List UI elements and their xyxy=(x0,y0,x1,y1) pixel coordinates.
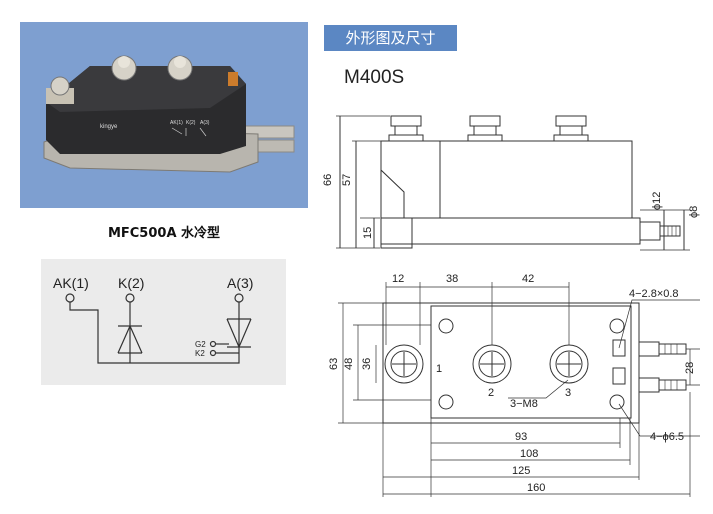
schematic-label-k2: K2 xyxy=(195,349,205,358)
leader-slots xyxy=(618,299,700,349)
terminal-2-top xyxy=(472,344,512,384)
top-base-outline xyxy=(382,302,640,424)
mount-hole-tl xyxy=(438,318,454,334)
dim-42: 42 xyxy=(522,273,534,285)
dim-108: 108 xyxy=(520,448,538,460)
mount-hole-bl xyxy=(438,394,454,410)
dim-phi8: ϕ8 xyxy=(688,206,700,218)
top-cooling-tube-1 xyxy=(639,341,687,357)
dim-12: 12 xyxy=(392,273,404,285)
side-bolt-3 xyxy=(553,115,589,142)
schematic-label-ak: AK(1) xyxy=(53,275,89,291)
dim-48-line xyxy=(353,324,383,401)
terminal-3-number: 3 xyxy=(565,387,571,399)
dim-holes-note: 4−ϕ6.5 xyxy=(650,431,684,443)
gate-slot-2 xyxy=(612,367,626,385)
circuit-schematic: AK(1) K(2) A(3) G2 K2 xyxy=(41,259,286,385)
photo-terminal-label-2: K(2) xyxy=(186,120,196,126)
terminal-1-number: 1 xyxy=(436,363,442,375)
model-number: M400S xyxy=(344,67,405,88)
dim-125: 125 xyxy=(512,465,530,477)
photo-terminal-label-3: A(3) xyxy=(200,120,210,126)
photo-caption: MFC500A 水冷型 xyxy=(107,226,221,241)
dim-36: 36 xyxy=(361,358,373,370)
schematic-label-a: A(3) xyxy=(227,275,253,291)
terminal-3-top xyxy=(549,344,589,384)
dim-28: 28 xyxy=(684,362,696,374)
dim-66: 66 xyxy=(322,174,334,186)
diode-symbol xyxy=(117,324,143,354)
top-cooling-tube-2 xyxy=(639,377,687,393)
dim-48: 48 xyxy=(343,358,355,370)
dim-28-line xyxy=(686,348,700,386)
dim-63: 63 xyxy=(328,358,340,370)
dim-38: 38 xyxy=(446,273,458,285)
mount-hole-tr xyxy=(609,318,625,334)
dim-slots-note: 4−2.8×0.8 xyxy=(629,288,679,300)
product-photo: kingye AK(1) K(2) A(3) xyxy=(20,22,308,208)
dim-m8-note: 3−M8 xyxy=(510,398,538,410)
terminal-1-top xyxy=(384,344,424,384)
leader-holes xyxy=(618,403,700,437)
section-title-banner: 外形图及尺寸 xyxy=(324,25,457,51)
gate-k2-terminal xyxy=(209,349,217,357)
terminal-right xyxy=(167,55,193,81)
gate-connector xyxy=(228,72,238,86)
terminal-2-number: 2 xyxy=(488,387,494,399)
terminal-middle xyxy=(111,55,137,81)
side-base xyxy=(380,217,641,245)
thyristor-symbol xyxy=(226,318,252,349)
dim-93: 93 xyxy=(515,431,527,443)
gate-g2-terminal xyxy=(209,340,217,348)
side-view xyxy=(336,115,690,251)
gate-slot-1 xyxy=(612,339,626,357)
schematic-label-g2: G2 xyxy=(195,340,206,349)
terminal-left xyxy=(46,76,74,104)
module-photo-drawing: kingye AK(1) K(2) A(3) xyxy=(43,55,295,173)
dim-phi12: ϕ12 xyxy=(651,192,663,210)
side-bolt-2 xyxy=(467,115,503,142)
side-bolt-1 xyxy=(388,115,424,142)
dim-15: 15 xyxy=(362,227,374,239)
schematic-label-k: K(2) xyxy=(118,275,144,291)
photo-brand-label: kingye xyxy=(100,124,118,130)
side-body xyxy=(380,140,633,219)
mount-hole-br xyxy=(609,394,625,410)
dim-160: 160 xyxy=(527,482,545,494)
photo-terminal-label-1: AK(1) xyxy=(170,120,183,126)
dim-57: 57 xyxy=(341,174,353,186)
leader-m8 xyxy=(508,379,569,399)
schematic-drawing: AK(1) K(2) A(3) G2 K2 xyxy=(53,275,253,364)
side-cooling-tube xyxy=(640,221,661,241)
dim-63-line xyxy=(338,302,383,424)
top-body-outline xyxy=(430,305,632,419)
top-view xyxy=(338,282,700,497)
